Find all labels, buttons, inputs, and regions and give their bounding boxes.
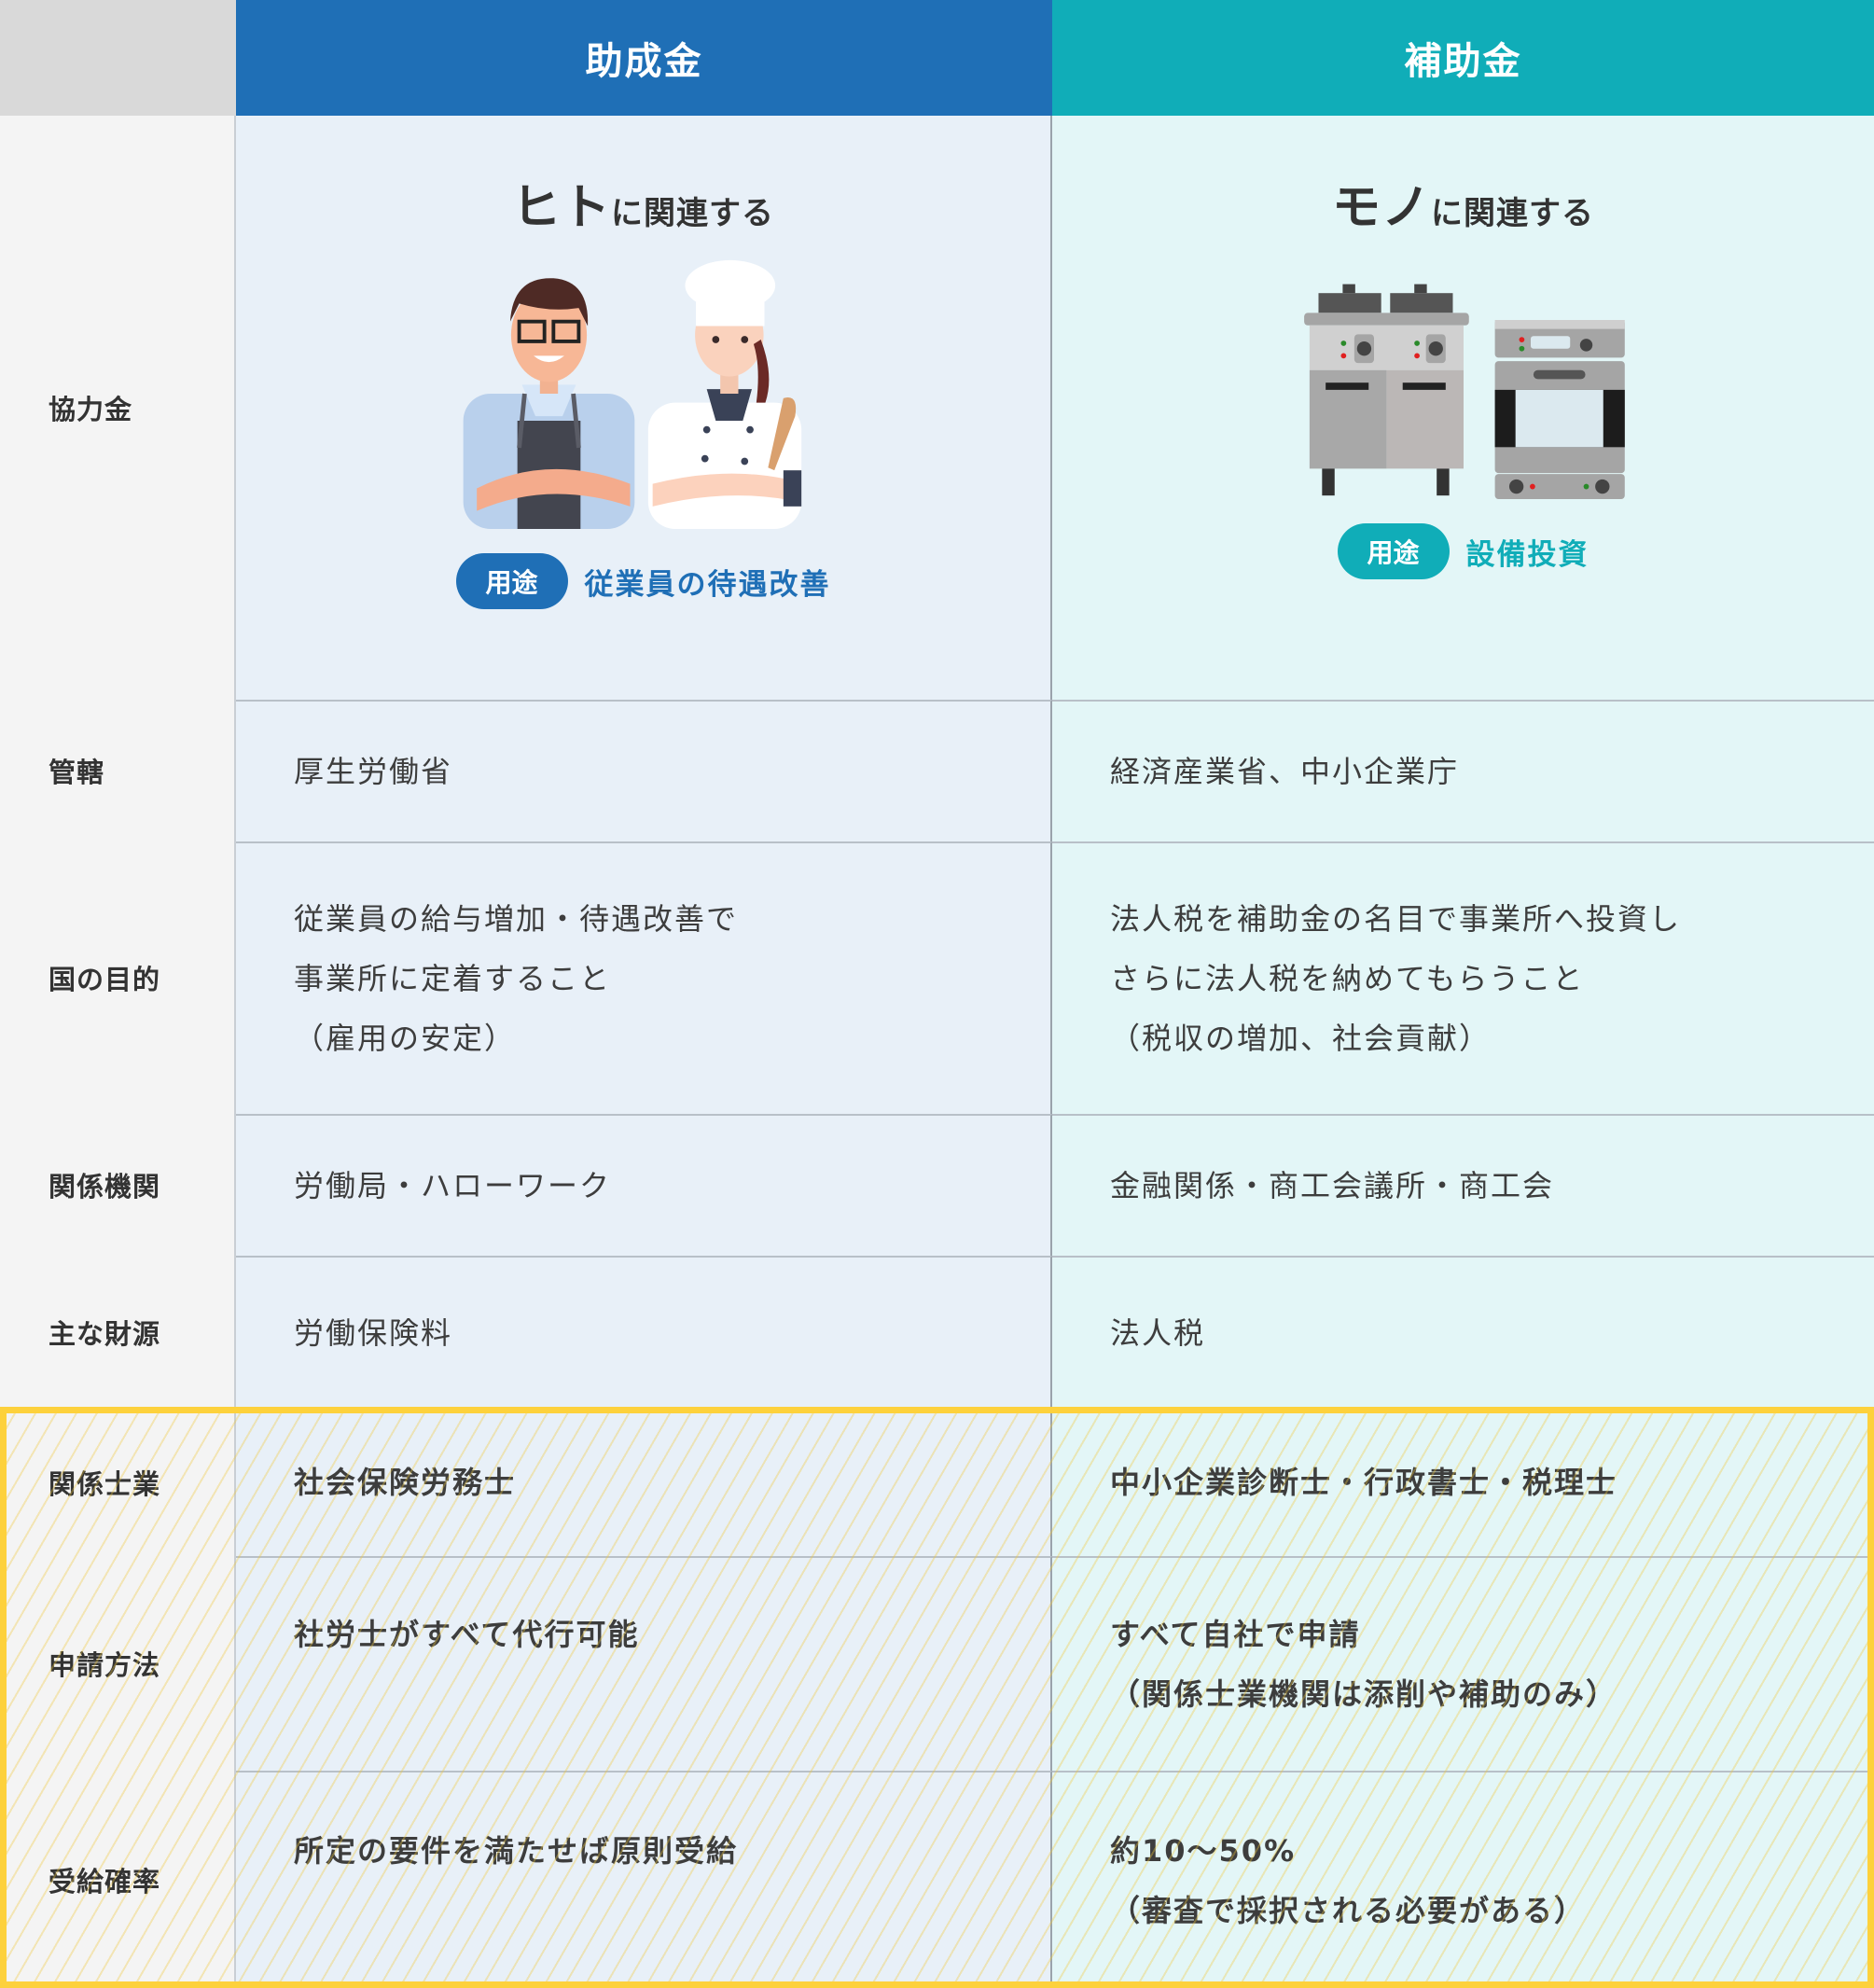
cell-line: （雇用の安定） (294, 1021, 517, 1056)
cell-text: 社労士がすべて代行可能 (236, 1605, 639, 1724)
cell-text: すべて自社で申請 （関係士業機関は添削や補助のみ） (1052, 1605, 1617, 1724)
cell-line: 所定の要件を満たせば原則受給 (294, 1832, 739, 1869)
usage-pill: 用途 (1337, 523, 1450, 579)
table-cell: 法人税を補助金の名目で事業所へ投資し さらに法人税を納めてもらうこと （税収の増… (1052, 841, 1874, 1114)
cell-line: 法人税を補助金の名目で事業所へ投資し (1110, 901, 1682, 937)
cell-text: 金融関係・商工会議所・商工会 (1110, 1168, 1555, 1203)
cell-line: すべて自社で申請 (1110, 1617, 1361, 1652)
row-label: 受給確率 (49, 1865, 161, 1898)
cell-text: 法人税を補助金の名目で事業所へ投資し さらに法人税を納めてもらうこと （税収の増… (1052, 889, 1681, 1068)
table-cell: 社会保険労務士 (236, 1409, 1052, 1556)
row-label-cell: 関係機関 (0, 1114, 236, 1256)
people-illustration-icon (457, 258, 830, 533)
intro-title: モノに関連する (1332, 168, 1594, 238)
usage-pill: 用途 (455, 553, 568, 609)
row-label: 関係機関 (49, 1171, 161, 1203)
table-cell: 労働保険料 (236, 1256, 1052, 1409)
cell-line: 社労士がすべて代行可能 (294, 1617, 640, 1652)
header-joseikin: 助成金 (236, 0, 1052, 116)
row-label: 主な財源 (49, 1318, 161, 1350)
table-cell: 労働局・ハローワーク (236, 1114, 1052, 1256)
row-label: 関係士業 (49, 1468, 161, 1500)
header-hojokin: 補助金 (1052, 0, 1874, 116)
cell-line: 約10〜50% (1110, 1832, 1297, 1869)
cell-text: 社会保険労務士 (294, 1465, 517, 1500)
usage-row: 用途 設備投資 (1337, 523, 1589, 579)
cell-line: （関係士業機関は添削や補助のみ） (1110, 1676, 1618, 1712)
intro-joseikin: ヒトに関連する (236, 116, 1052, 700)
cell-text: 経済産業省、中小企業庁 (1110, 754, 1460, 789)
table-cell: 法人税 (1052, 1256, 1874, 1409)
row-label-cell: 国の目的 (0, 841, 236, 1114)
header-joseikin-label: 助成金 (585, 40, 703, 83)
row-label-cell: 管轄 (0, 700, 236, 841)
header-hojokin-label: 補助金 (1404, 40, 1522, 83)
cell-line: 従業員の給与増加・待遇改善で (294, 901, 739, 937)
cell-spacer (294, 1881, 738, 1940)
usage-text: 従業員の待遇改善 (584, 567, 831, 602)
usage-row: 用途 従業員の待遇改善 (455, 553, 831, 609)
table-cell: 社労士がすべて代行可能 (236, 1556, 1052, 1771)
row-label-cell: 協力金 (0, 116, 236, 700)
row-label-cell: 関係士業 (0, 1409, 236, 1556)
row-label: 国の目的 (49, 964, 161, 995)
cell-text: 従業員の給与増加・待遇改善で 事業所に定着すること （雇用の安定） (236, 889, 738, 1068)
intro-hojokin: モノに関連する (1052, 116, 1874, 700)
cell-text: 労働保険料 (294, 1315, 453, 1351)
intro-title: ヒトに関連する (512, 168, 774, 238)
table-cell: 中小企業診断士・行政書士・税理士 (1052, 1409, 1874, 1556)
intro-title-big: ヒト (511, 180, 611, 236)
row-label: 管轄 (49, 757, 105, 788)
row-label: 協力金 (49, 394, 133, 425)
row-label-cell: 主な財源 (0, 1256, 236, 1409)
cell-text: 約10〜50% （審査で採択される必要がある） (1052, 1821, 1586, 1940)
header-corner (0, 0, 236, 116)
table-cell: 金融関係・商工会議所・商工会 (1052, 1114, 1874, 1256)
usage-text: 設備投資 (1465, 537, 1589, 572)
cell-text: 所定の要件を満たせば原則受給 (236, 1821, 738, 1940)
cell-line: 事業所に定着すること (294, 961, 612, 996)
intro-title-small: に関連する (611, 195, 774, 232)
cell-text: 中小企業診断士・行政書士・税理士 (1110, 1465, 1618, 1500)
intro-title-big: モノ (1331, 180, 1431, 236)
table-cell: 所定の要件を満たせば原則受給 (236, 1771, 1052, 1988)
cell-spacer (294, 1664, 639, 1724)
cell-text: 労働局・ハローワーク (294, 1168, 612, 1203)
cell-text: 厚生労働省 (294, 754, 453, 789)
cell-line: （審査で採択される必要がある） (1110, 1892, 1587, 1928)
intro-title-small: に関連する (1431, 195, 1594, 232)
kitchen-equipment-illustration-icon (1291, 275, 1636, 503)
cell-line: （税収の増加、社会貢献） (1110, 1021, 1492, 1056)
table-cell: 約10〜50% （審査で採択される必要がある） (1052, 1771, 1874, 1988)
table-cell: 経済産業省、中小企業庁 (1052, 700, 1874, 841)
table-cell: 厚生労働省 (236, 700, 1052, 841)
row-label-cell: 申請方法 (0, 1556, 236, 1771)
row-label: 申請方法 (49, 1649, 161, 1681)
cell-line: さらに法人税を納めてもらうこと (1110, 961, 1585, 996)
table-cell: 従業員の給与増加・待遇改善で 事業所に定着すること （雇用の安定） (236, 841, 1052, 1114)
table-cell: すべて自社で申請 （関係士業機関は添削や補助のみ） (1052, 1556, 1874, 1771)
row-label-cell: 受給確率 (0, 1771, 236, 1988)
cell-text: 法人税 (1110, 1315, 1206, 1351)
